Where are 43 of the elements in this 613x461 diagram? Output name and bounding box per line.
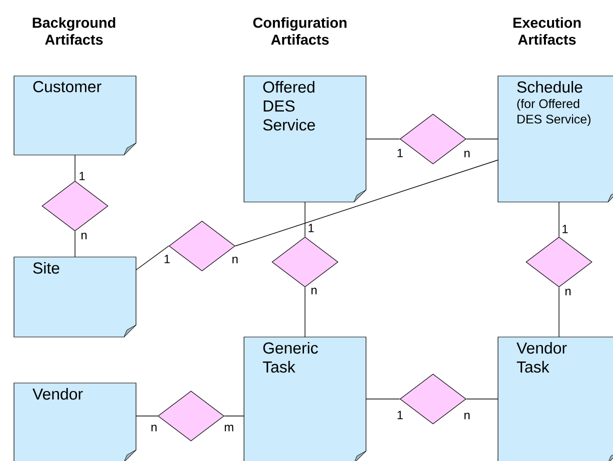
relationship-diamond — [400, 114, 466, 164]
relationship-diamond — [42, 180, 108, 232]
column-heading: Execution Artifacts — [513, 17, 581, 45]
connector-line — [304, 286, 306, 338]
connector-line — [234, 160, 498, 246]
entity-box: Offered DES Service — [244, 76, 366, 202]
entity-box: Vendor Task — [498, 336, 613, 461]
relationship-diamond — [158, 390, 224, 442]
connector-line — [304, 202, 306, 238]
connector-line — [74, 154, 76, 182]
entity-box: Generic Task — [244, 336, 366, 461]
entity-box: Site — [14, 256, 136, 338]
cardinality-label: n — [81, 232, 87, 240]
cardinality-label: n — [464, 150, 470, 158]
connector-line — [558, 286, 560, 338]
connector-line — [74, 230, 76, 258]
connector-line — [366, 138, 400, 140]
relationship-diamond — [272, 236, 338, 288]
cardinality-label: 1 — [562, 224, 568, 234]
connector-line — [466, 138, 498, 140]
cardinality-label: 1 — [398, 148, 403, 158]
cardinality-label: n — [151, 424, 157, 432]
cardinality-label: 1 — [308, 224, 314, 232]
cardinality-label: m — [224, 424, 234, 432]
cardinality-label: 1 — [398, 410, 403, 420]
entity-box: Customer — [14, 76, 136, 156]
relationship-diamond — [526, 236, 592, 288]
relationship-diamond — [400, 374, 466, 424]
column-heading: Background Artifacts — [32, 17, 116, 45]
cardinality-label: n — [232, 256, 238, 264]
relationship-diamond — [168, 220, 236, 272]
cardinality-label: 1 — [164, 254, 170, 264]
entity-box: Schedule (for Offered DES Service) — [498, 76, 613, 202]
cardinality-label: 1 — [80, 172, 85, 180]
cardinality-label: n — [311, 288, 317, 294]
entity-box: Vendor — [14, 382, 136, 461]
column-heading: Configuration Artifacts — [253, 17, 346, 45]
connector-line — [466, 398, 498, 400]
cardinality-label: n — [464, 412, 470, 420]
connector-line — [366, 398, 400, 400]
connector-line — [136, 246, 170, 270]
connector-line — [558, 202, 560, 238]
cardinality-label: n — [565, 288, 571, 296]
